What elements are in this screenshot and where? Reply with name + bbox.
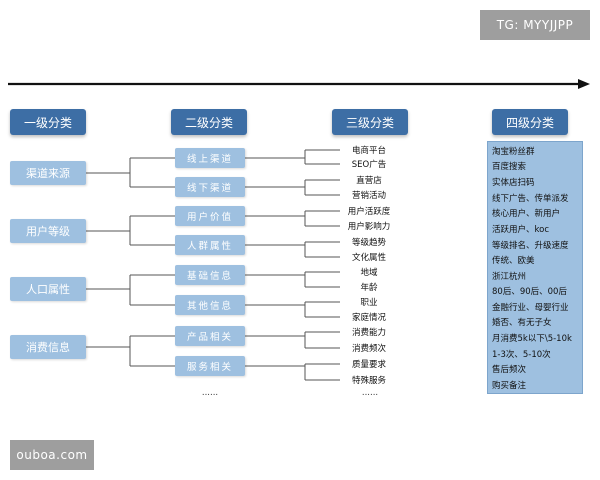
level1-box: 渠道来源 (10, 161, 86, 185)
arrow-head-icon (578, 79, 590, 89)
level2-box: 线下渠道 (175, 177, 245, 197)
header-level1: 一级分类 (10, 109, 86, 135)
level3-item: 职业 (360, 298, 378, 308)
level3-item: 电商平台 (351, 146, 386, 156)
level4-item: 核心用户、新用户 (492, 209, 561, 219)
level4-item: 等级排名、升级速度 (492, 241, 569, 251)
level1-box: 人口属性 (10, 277, 86, 301)
level3-item: 用户活跃度 (347, 207, 391, 217)
level2-box: 服务相关 (175, 356, 245, 376)
level1-box: 用户等级 (10, 219, 86, 243)
level3-item: 直营店 (356, 176, 382, 186)
level4-item: 月消费5k以下\5-10k (492, 334, 572, 344)
level2-box: 线上渠道 (175, 148, 245, 168)
level3-item: 消费频次 (351, 344, 386, 354)
level4-panel: 淘宝粉丝群 百度搜索 实体店扫码 线下广告、传单派发 核心用户、新用户 活跃用户… (487, 141, 583, 394)
level2-box: 人群属性 (175, 235, 245, 255)
watermark-top: TG: MYYJJPP (480, 10, 590, 40)
level2-box: 用户价值 (175, 206, 245, 226)
level3-item: 消费能力 (351, 328, 386, 338)
level4-item: 购买备注 (492, 381, 527, 391)
level4-item: 活跃用户、koc (492, 225, 549, 235)
header-level3: 三级分类 (332, 109, 408, 135)
level3-item: 用户影响力 (347, 222, 391, 232)
level3-item: 年龄 (360, 283, 378, 293)
level2-box: 产品相关 (175, 326, 245, 346)
level4-item: 传统、欧美 (492, 256, 535, 266)
level4-item: 80后、90后、00后 (492, 287, 567, 297)
level2-box: 基础信息 (175, 265, 245, 285)
level1-box: 消费信息 (10, 335, 86, 359)
header-level2: 二级分类 (171, 109, 247, 135)
level3-item: SEO广告 (351, 160, 387, 170)
ellipsis-level3: ...... (361, 388, 379, 398)
level4-item: 线下广告、传单派发 (492, 194, 569, 204)
level2-box: 其他信息 (175, 295, 245, 315)
level3-item: 文化属性 (351, 253, 386, 263)
level3-item: 质量要求 (351, 360, 386, 370)
level4-item: 售后频次 (492, 365, 527, 375)
level4-item: 婚否、有无子女 (492, 318, 552, 328)
level4-item: 1-3次、5-10次 (492, 350, 551, 360)
level3-item: 等级趋势 (351, 238, 386, 248)
level4-item: 浙江杭州 (492, 272, 527, 282)
level3-item: 特殊服务 (351, 376, 386, 386)
watermark-bottom: ouboa.com (10, 440, 94, 470)
header-level4: 四级分类 (492, 109, 568, 135)
level4-item: 淘宝粉丝群 (492, 147, 535, 157)
level4-item: 实体店扫码 (492, 178, 535, 188)
level4-item: 金融行业、母婴行业 (492, 303, 569, 313)
level3-item: 地域 (360, 268, 378, 278)
level4-item: 百度搜索 (492, 162, 527, 172)
level3-item: 营销活动 (351, 191, 386, 201)
level3-item: 家庭情况 (351, 313, 386, 323)
ellipsis-level2: ...... (201, 388, 219, 398)
